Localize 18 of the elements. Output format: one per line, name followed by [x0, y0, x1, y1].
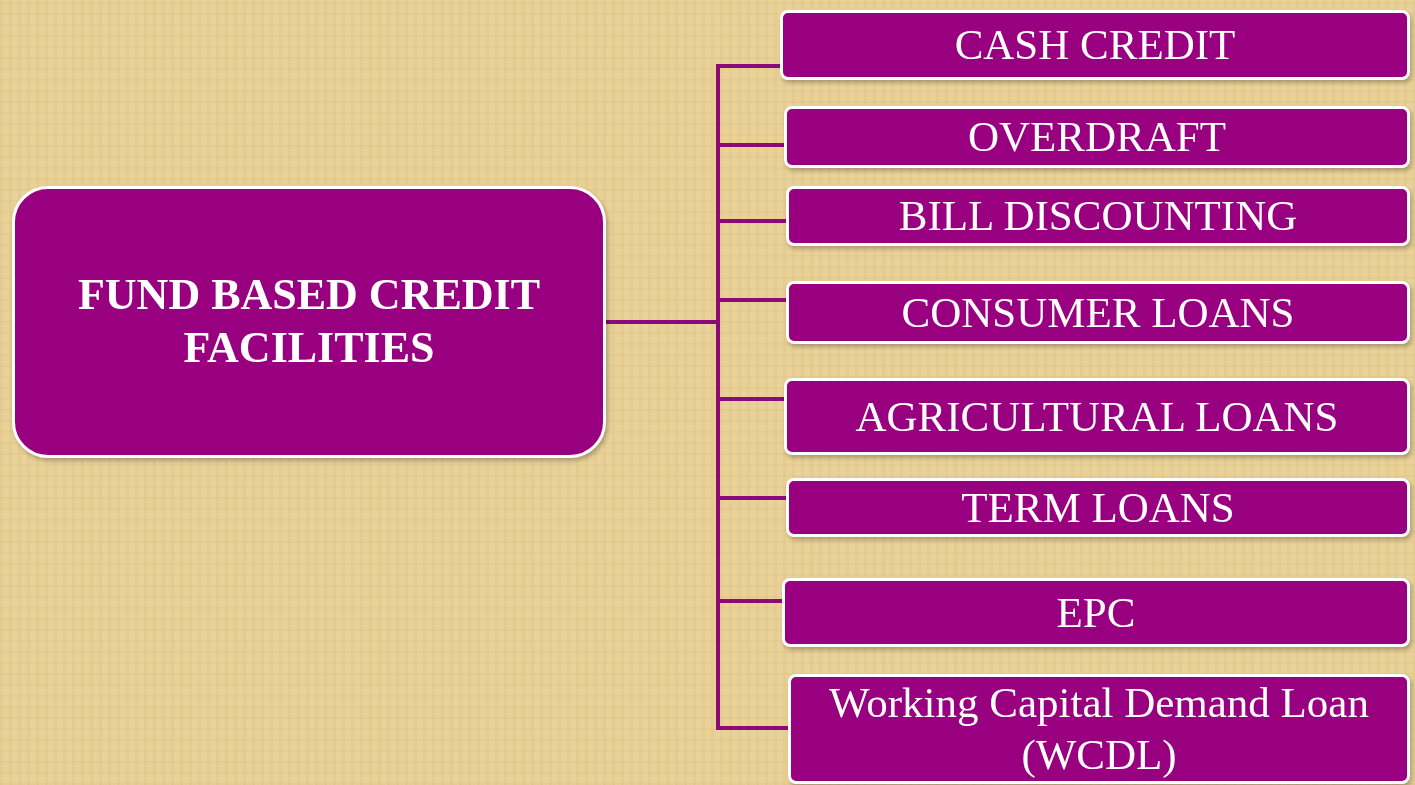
facility-box — [784, 378, 1410, 455]
main-topic-box — [12, 186, 606, 458]
facility-label: AGRICULTURAL LOANS — [855, 391, 1339, 442]
facility-box — [780, 10, 1410, 80]
facility-box — [788, 674, 1410, 784]
facility-box — [786, 186, 1410, 246]
facility-label: CASH CREDIT — [954, 20, 1236, 71]
facility-box — [784, 106, 1410, 168]
facility-box — [786, 281, 1410, 344]
facility-label: EPC — [1056, 587, 1136, 638]
facility-label: CONSUMER LOANS — [901, 287, 1295, 338]
facility-label: BILL DISCOUNTING — [898, 191, 1298, 242]
facility-box — [782, 578, 1410, 647]
facility-label: OVERDRAFT — [968, 112, 1226, 163]
topic-title: FUND BASED CREDIT FACILITIES — [76, 269, 542, 374]
facility-label: Working Capital Demand Loan (WCDL) — [828, 678, 1370, 780]
facility-label: TERM LOANS — [961, 482, 1235, 533]
facility-box — [786, 478, 1410, 537]
